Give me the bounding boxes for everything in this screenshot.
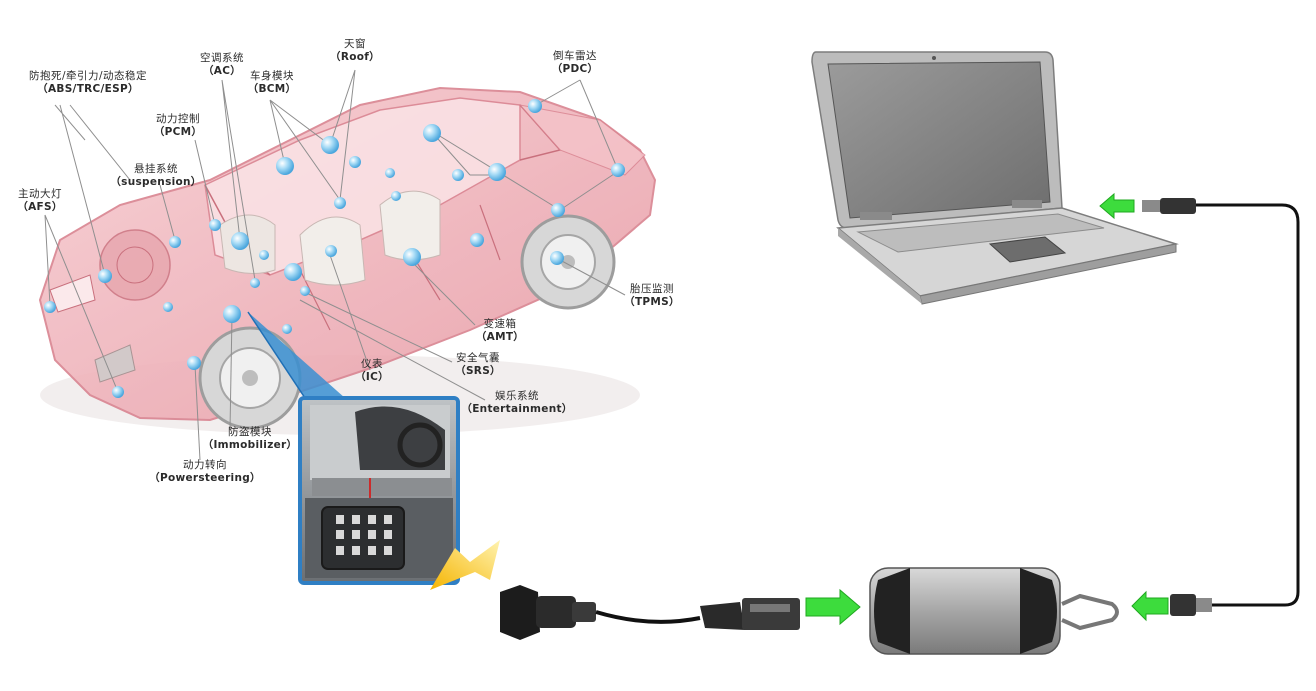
label-steer-zh: 动力转向 <box>182 459 227 471</box>
label-ac-en: （AC） <box>202 65 242 77</box>
label-susp-zh: 悬挂系统 <box>133 163 178 175</box>
label-ac: 空调系统 （AC） <box>200 52 244 78</box>
label-pdc-zh: 倒车雷达 <box>553 50 597 62</box>
label-abs-zh: 防抱死/牵引力/动态稳定 <box>28 70 148 82</box>
label-roof-zh: 天窗 <box>343 38 366 50</box>
label-ac-zh: 空调系统 <box>200 52 244 64</box>
label-ent-zh: 娱乐系统 <box>494 390 539 402</box>
label-srs-zh: 安全气囊 <box>456 352 500 364</box>
pointer-arrow-icon <box>430 540 500 590</box>
front-wheel <box>198 326 302 430</box>
label-ic-en: （IC） <box>355 371 389 383</box>
label-tpms-en: （TPMS） <box>624 296 680 308</box>
label-immo-zh: 防盗模块 <box>227 426 272 438</box>
label-abs-en: （ABS/TRC/ESP） <box>37 83 139 95</box>
obd-port-photo <box>298 396 460 585</box>
label-tpms: 胎压监测 （TPMS） <box>624 283 680 309</box>
label-afs-en: （AFS） <box>17 201 63 213</box>
rear-wheel <box>520 214 616 310</box>
label-ent-en: （Entertainment） <box>461 403 573 415</box>
label-pcm: 动力控制 （PCM） <box>154 113 202 139</box>
label-ic-zh: 仪表 <box>361 358 383 370</box>
label-amt-zh: 变速箱 <box>483 318 517 330</box>
label-afs-zh: 主动大灯 <box>18 188 62 200</box>
label-pdc: 倒车雷达 （PDC） <box>552 50 599 76</box>
label-roof-en: （Roof） <box>330 51 380 63</box>
label-powersteering: 动力转向 （Powersteering） <box>149 459 261 485</box>
label-srs: 安全气囊 （SRS） <box>455 352 501 378</box>
label-afs: 主动大灯 （AFS） <box>17 188 62 214</box>
label-abs: 防抱死/牵引力/动态稳定 （ABS/TRC/ESP） <box>29 70 147 96</box>
arrow-icon-vci-input <box>1131 590 1169 622</box>
leader-lines <box>44 69 626 461</box>
ecu-nodes <box>44 99 625 398</box>
label-entertainment: 娱乐系统 （Entertainment） <box>461 390 572 416</box>
usb-connector-vci <box>1170 594 1212 616</box>
arrow-icon-to-laptop <box>1099 192 1135 220</box>
arrow-icon-to-vci <box>805 588 861 626</box>
label-tpms-zh: 胎压监测 <box>629 283 674 295</box>
usb-cable <box>1196 203 1300 607</box>
label-amt: 变速箱 （AMT） <box>476 318 524 344</box>
label-srs-en: （SRS） <box>455 365 501 377</box>
label-amt-en: （AMT） <box>475 331 525 343</box>
label-pcm-en: （PCM） <box>153 126 203 138</box>
label-immo-en: （Immobilizer） <box>202 439 298 451</box>
label-susp-en: （suspension） <box>110 176 202 188</box>
label-bcm-en: （BCM） <box>247 83 297 95</box>
usb-connector-laptop <box>1142 198 1196 214</box>
label-bcm-zh: 车身模块 <box>249 70 294 82</box>
label-roof: 天窗 （Roof） <box>330 38 380 64</box>
label-pdc-en: （PDC） <box>551 63 599 75</box>
label-immobilizer: 防盗模块 （Immobilizer） <box>203 426 298 452</box>
label-bcm: 车身模块 （BCM） <box>248 70 297 96</box>
label-suspension: 悬挂系统 （suspension） <box>110 163 201 189</box>
label-pcm-zh: 动力控制 <box>155 113 200 125</box>
vci-interface <box>869 567 1119 655</box>
laptop <box>811 51 1179 305</box>
label-ic: 仪表 （IC） <box>355 358 389 384</box>
obd-port-callout <box>247 311 345 399</box>
label-steer-en: （Powersteering） <box>149 472 261 484</box>
obd-connector <box>500 585 800 640</box>
